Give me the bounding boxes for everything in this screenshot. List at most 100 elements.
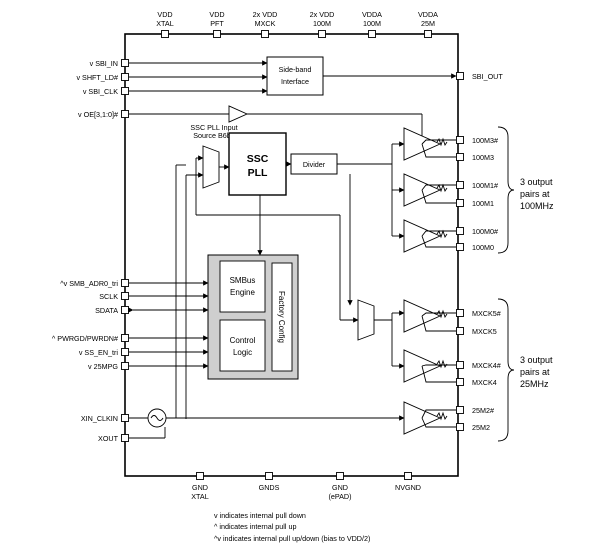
svg-text:2x VDD: 2x VDD (253, 10, 278, 19)
svg-text:100M0#: 100M0# (472, 227, 498, 236)
svg-text:PFT: PFT (210, 19, 224, 28)
svg-text:Control: Control (230, 336, 256, 345)
left-pin: XOUT (98, 434, 129, 443)
divider: Divider (290, 153, 338, 175)
svg-text:100M0: 100M0 (472, 243, 494, 252)
left-pin: v SBI_IN (90, 59, 129, 68)
buffer-mxck5 (403, 299, 456, 333)
svg-text:MXCK4: MXCK4 (472, 378, 497, 387)
svg-text:XIN_CLKIN: XIN_CLKIN (81, 414, 118, 423)
svg-text:MXCK: MXCK (255, 19, 276, 28)
svg-text:100M1#: 100M1# (472, 181, 498, 190)
svg-text:v SHFT_LD#: v SHFT_LD# (76, 73, 118, 82)
svg-text:3 output: 3 output (520, 177, 553, 187)
left-pin: XIN_CLKIN (81, 414, 129, 423)
svg-text:GND: GND (192, 483, 208, 492)
svg-text:SBI_OUT: SBI_OUT (472, 72, 503, 81)
top-pin: VDDA 100M (362, 10, 382, 38)
right-pins: SBI_OUT 100M3# 100M3 100M1# 100M1 100M0#… (456, 72, 503, 432)
svg-text:MXCK5#: MXCK5# (472, 309, 501, 318)
svg-text:25M: 25M (421, 19, 435, 28)
top-pin: 2x VDD MXCK (253, 10, 278, 38)
left-pin: ^ PWRGD/PWRDN# (52, 334, 129, 343)
pll-input-mux (202, 145, 220, 189)
mxck-mux (357, 299, 375, 341)
svg-text:25M2#: 25M2# (472, 406, 494, 415)
top-pin: VDD XTAL (156, 10, 174, 38)
right-pin: SBI_OUT (456, 72, 503, 81)
svg-text:3 output: 3 output (520, 355, 553, 365)
svg-text:MXCK4#: MXCK4# (472, 361, 501, 370)
left-pin: v 25MPG (88, 362, 129, 371)
svg-text:SCLK: SCLK (99, 292, 118, 301)
svg-text:100M1: 100M1 (472, 199, 494, 208)
left-pin: SCLK (99, 292, 129, 301)
right-pin: 25M2 (456, 423, 490, 432)
svg-text:v 25MPG: v 25MPG (88, 362, 118, 371)
top-pin: 2x VDD 100M (310, 10, 335, 38)
left-pin: SDATA (95, 306, 129, 315)
svg-text:SSC: SSC (247, 153, 269, 165)
svg-text:SSC PLL Input: SSC PLL Input (190, 123, 237, 132)
top-pin: VDDA 25M (418, 10, 438, 38)
svg-text:MXCK5: MXCK5 (472, 327, 497, 336)
top-pin: VDD PFT (209, 10, 225, 38)
left-pin: v SBI_CLK (83, 87, 129, 96)
svg-text:25M2: 25M2 (472, 423, 490, 432)
svg-text:v indicates internal pull down: v indicates internal pull down (214, 511, 306, 520)
svg-text:100MHz: 100MHz (520, 201, 554, 211)
right-pin: 100M3# (456, 136, 498, 145)
chip-outline (124, 33, 459, 477)
svg-text:Engine: Engine (230, 288, 255, 297)
oe-buffer (228, 105, 249, 123)
svg-text:VDD: VDD (209, 10, 224, 19)
buffer-100m1 (403, 173, 456, 207)
bottom-pin: GNDS (259, 472, 280, 492)
right-pin: 25M2# (456, 406, 494, 415)
buffer-100m0 (403, 219, 456, 253)
right-pin: 100M1 (456, 199, 494, 208)
svg-text:^ indicates internal pull up: ^ indicates internal pull up (214, 522, 296, 531)
buffer-25m2 (403, 401, 456, 435)
right-pin: MXCK5# (456, 309, 501, 318)
svg-text:Factory Config: Factory Config (277, 291, 286, 343)
svg-text:XTAL: XTAL (191, 492, 208, 501)
svg-text:SDATA: SDATA (95, 306, 118, 315)
svg-text:pairs at: pairs at (520, 189, 550, 199)
svg-text:v SS_EN_tri: v SS_EN_tri (79, 348, 119, 357)
buffer-100m3 (403, 127, 456, 161)
svg-text:2x VDD: 2x VDD (310, 10, 335, 19)
left-pin: v SS_EN_tri (79, 348, 129, 357)
right-pin: MXCK5 (456, 327, 497, 336)
left-pin: v SHFT_LD# (76, 73, 129, 82)
right-pin: 100M0# (456, 227, 498, 236)
legend: v indicates internal pull down ^ indicat… (214, 511, 370, 543)
svg-text:Source B6b3: Source B6b3 (193, 131, 235, 140)
svg-text:^ PWRGD/PWRDN#: ^ PWRGD/PWRDN# (52, 334, 118, 343)
svg-text:VDDA: VDDA (362, 10, 382, 19)
svg-text:XOUT: XOUT (98, 434, 119, 443)
bottom-pin: GND (ePAD) (328, 472, 352, 501)
svg-text:v OE[3,1:0]#: v OE[3,1:0]# (78, 110, 118, 119)
svg-text:^v SMB_ADR0_tri: ^v SMB_ADR0_tri (60, 279, 118, 288)
left-pin: ^v SMB_ADR0_tri (60, 279, 129, 288)
svg-text:(ePAD): (ePAD) (328, 492, 351, 501)
svg-text:Logic: Logic (233, 348, 252, 357)
svg-text:XTAL: XTAL (156, 19, 173, 28)
svg-text:VDD: VDD (157, 10, 172, 19)
svg-text:100M: 100M (363, 19, 381, 28)
svg-text:PLL: PLL (248, 167, 268, 179)
buffer-mxck4 (403, 349, 456, 383)
right-pin: MXCK4 (456, 378, 497, 387)
svg-text:25MHz: 25MHz (520, 379, 549, 389)
right-pin: 100M1# (456, 181, 498, 190)
svg-text:100M3: 100M3 (472, 153, 494, 162)
svg-text:Interface: Interface (281, 77, 309, 86)
svg-text:Side-band: Side-band (279, 65, 312, 74)
svg-text:Divider: Divider (303, 160, 326, 169)
right-pin: 100M0 (456, 243, 494, 252)
left-pin: v OE[3,1:0]# (78, 110, 129, 119)
svg-text:100M3#: 100M3# (472, 136, 498, 145)
bottom-pins: GND XTAL GNDS GND (ePAD) NVGND (191, 472, 421, 501)
